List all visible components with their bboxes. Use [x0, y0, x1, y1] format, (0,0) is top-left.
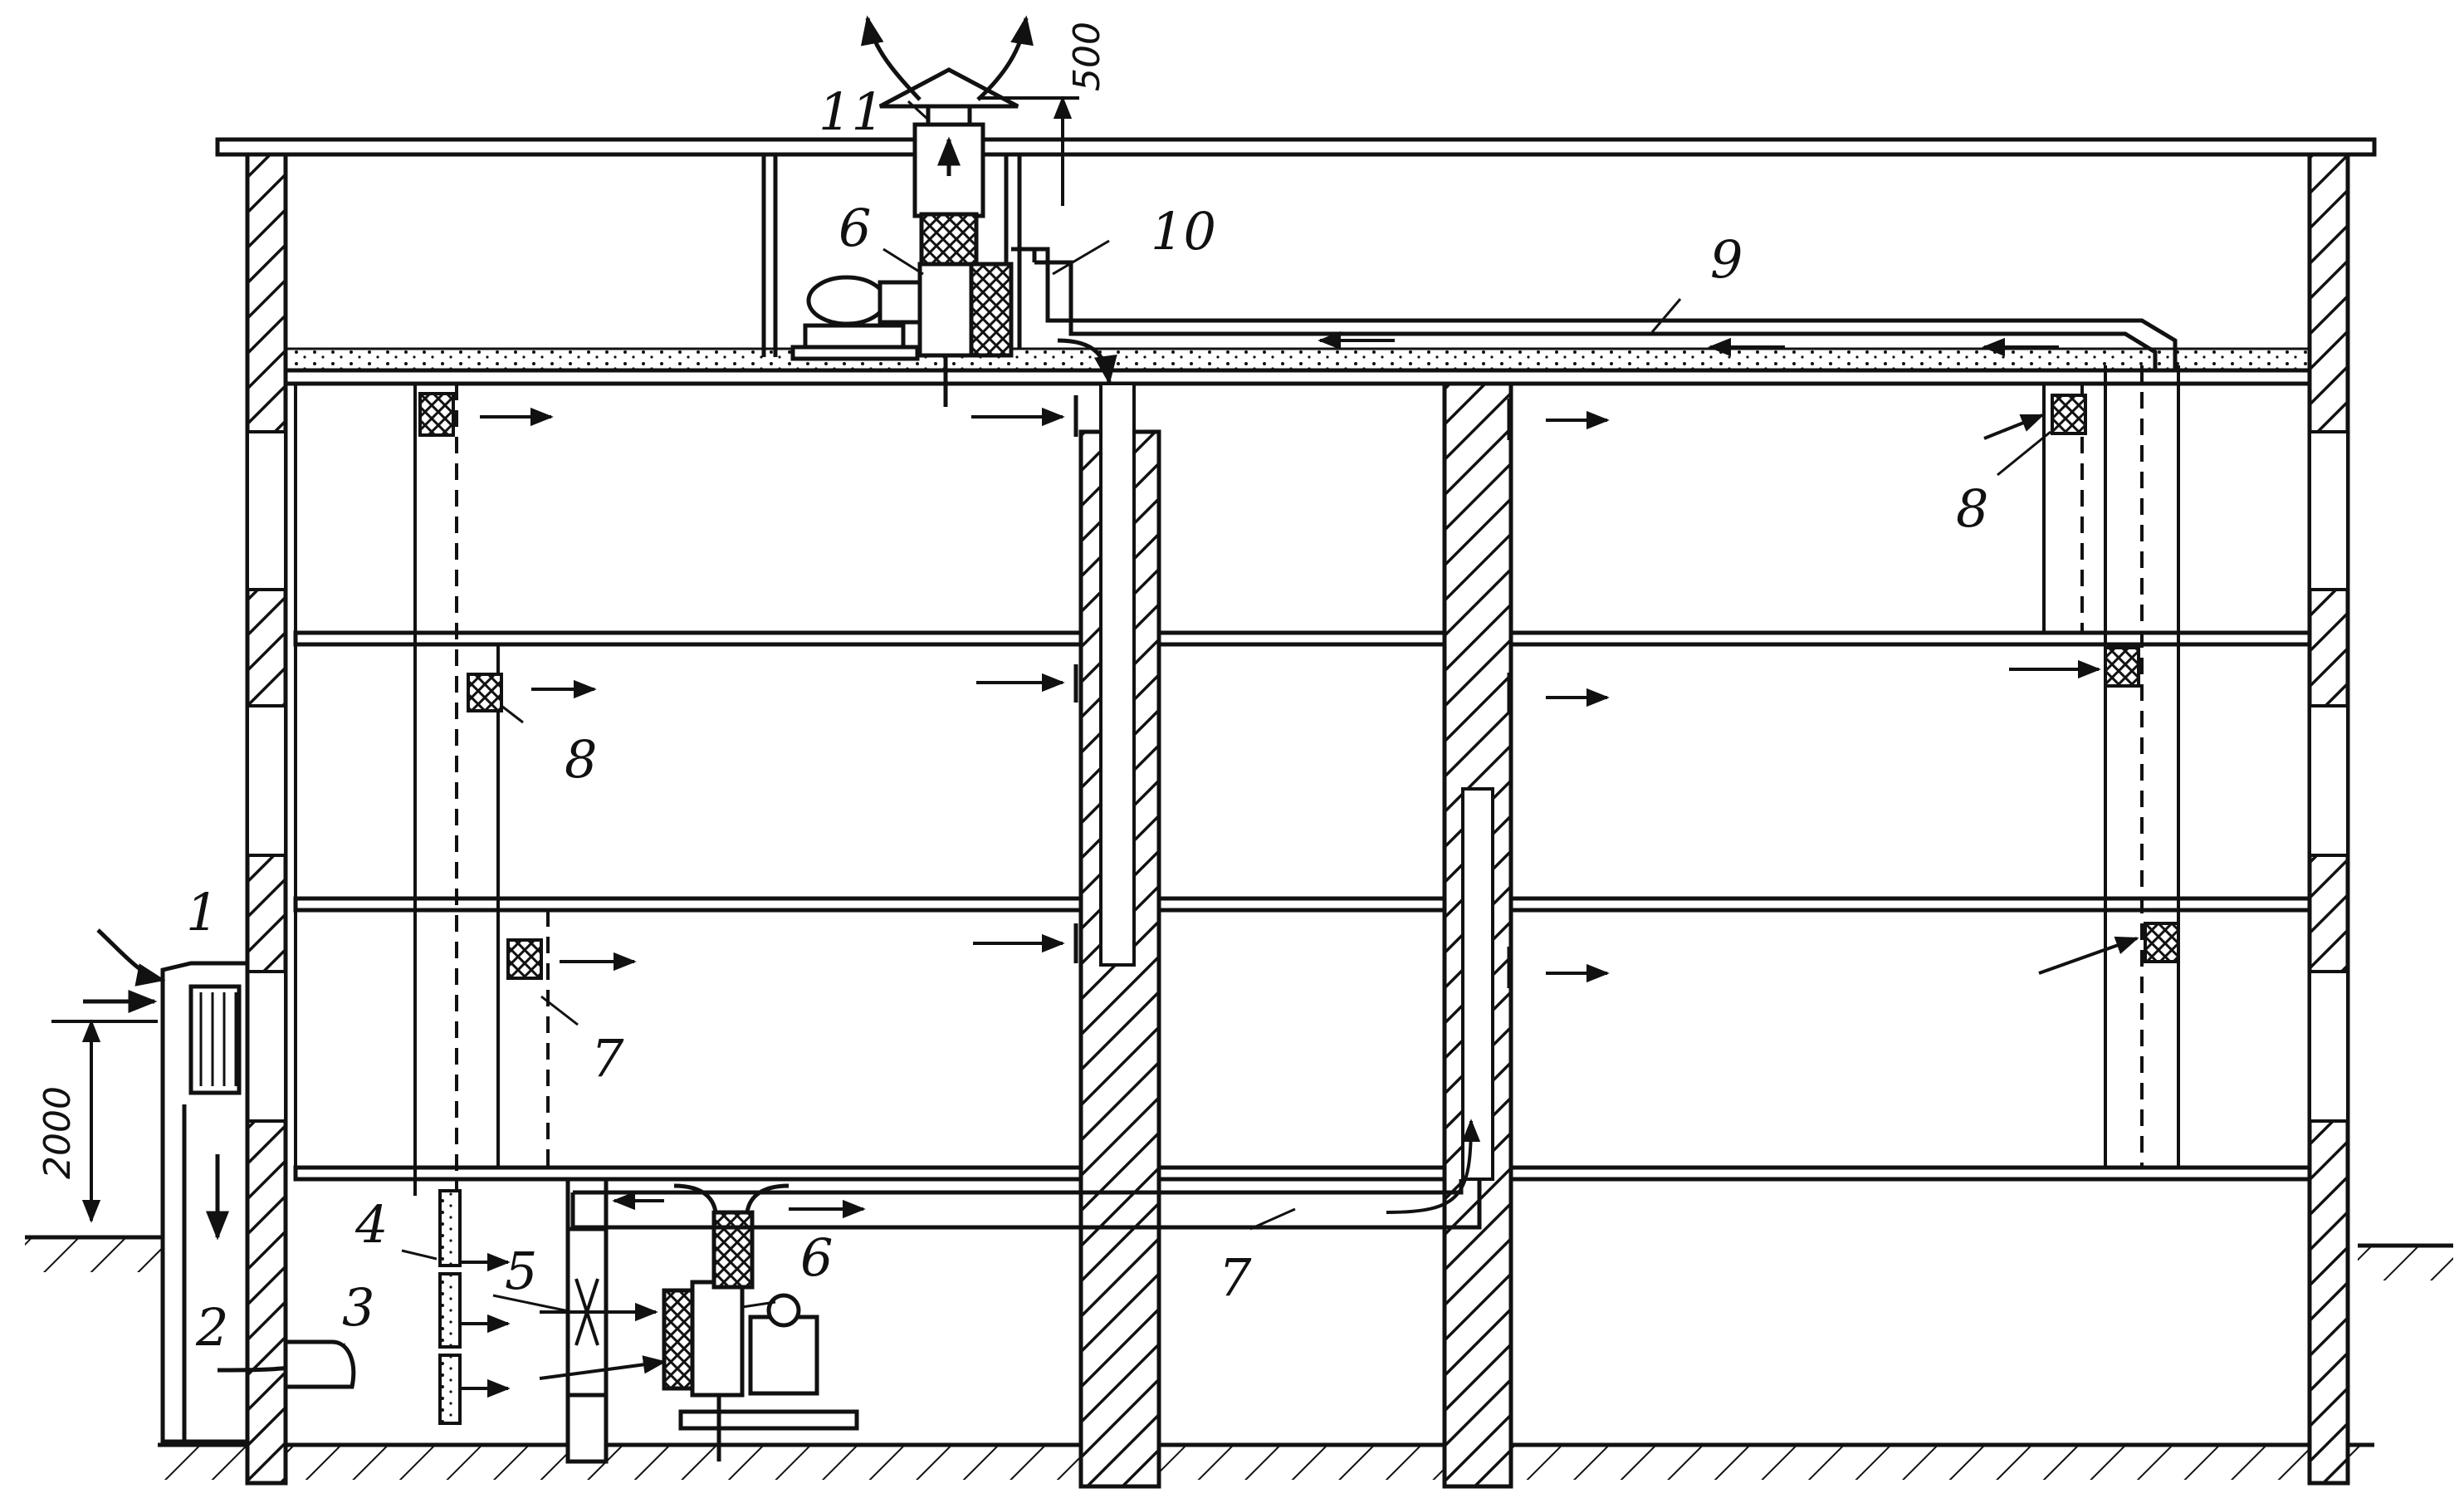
- attic-floor-slab: [281, 368, 2312, 386]
- label-10: 10: [1151, 201, 1216, 262]
- label-9: 9: [1710, 229, 1743, 290]
- exhaust-channels-right: [2042, 365, 2180, 1168]
- intake-channel-2: [283, 1339, 356, 1389]
- ground-hatch-right: [2358, 1247, 2453, 1280]
- ground-hatch-left: [25, 1239, 162, 1272]
- supply-duct-arrows: [612, 1119, 1481, 1219]
- air-intake-shaft: [160, 961, 250, 1444]
- collector-duct-9-10: [1011, 247, 2178, 385]
- label-4: 4: [354, 1194, 388, 1255]
- dimension-2000: [51, 1019, 158, 1223]
- leader-lines: [401, 100, 2051, 1314]
- label-3: 3: [342, 1277, 374, 1338]
- exhaust-channel-center-left: [1099, 382, 1136, 967]
- window-openings-right: [2308, 430, 2349, 1123]
- attic-insulation: [282, 347, 2311, 372]
- exhaust-grilles: [418, 392, 2180, 980]
- wall-outlets: [1073, 395, 1512, 988]
- label-2: 2: [195, 1297, 228, 1358]
- dimension-label-2000: 2000: [37, 1086, 79, 1179]
- label-1: 1: [186, 882, 218, 942]
- exhaust-outflow-arrows: [860, 15, 1034, 176]
- floor-slabs: [293, 630, 2315, 1182]
- window-openings-left: [246, 430, 287, 1123]
- label-11: 11: [819, 81, 884, 142]
- label-7-bottom: 7: [1219, 1247, 1252, 1308]
- dimension-label-500: 500: [1066, 22, 1108, 91]
- exhaust-fan-top: [790, 262, 1014, 407]
- label-5: 5: [505, 1241, 537, 1301]
- filter-airflow-arrows: [462, 1252, 511, 1398]
- label-6-bottom: 6: [800, 1227, 833, 1288]
- heater-airflow-arrows: [539, 1302, 667, 1380]
- room-airflow-arrows: [480, 407, 2139, 983]
- label-8-right: 8: [1956, 478, 1988, 539]
- label-8-left: 8: [565, 729, 597, 790]
- duct-9-flow-arrows: [1318, 330, 2059, 357]
- ground-line: [25, 1235, 2453, 1447]
- supply-duct-7: [570, 1179, 1482, 1230]
- supply-riser-center-right: [1461, 787, 1494, 1181]
- label-6-top: 6: [838, 198, 871, 258]
- label-7-left: 7: [591, 1028, 624, 1089]
- roof-slab: [215, 137, 2377, 157]
- dimension-500: [980, 95, 1079, 206]
- exhaust-channels-left: [413, 384, 550, 1196]
- ground-hatch-bottom: [162, 1447, 2370, 1480]
- filters: [438, 1189, 462, 1425]
